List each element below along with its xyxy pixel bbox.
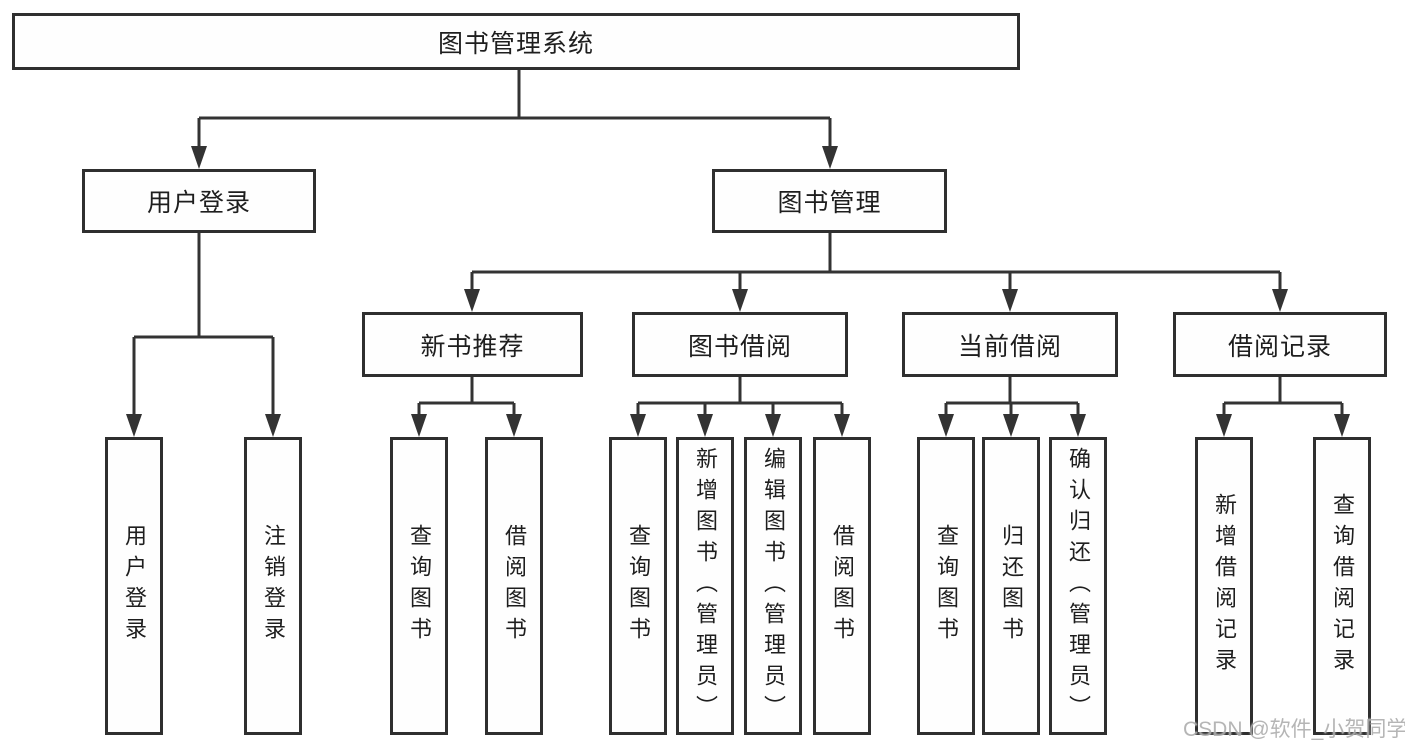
tree-branch-lines xyxy=(132,66,1344,416)
node-label: 新书推荐 xyxy=(420,332,525,361)
node-new-book-recommendation: 新书推荐 xyxy=(362,312,583,377)
node-label: 确认归还（管理员） xyxy=(1066,446,1091,726)
node-label: 借阅图书 xyxy=(830,524,855,648)
node-leaf-query-books-recommend: 查询图书 xyxy=(390,437,448,735)
node-label: 编辑图书（管理员） xyxy=(761,446,786,726)
node-label: 新增借阅记录 xyxy=(1212,493,1237,679)
node-label: 图书管理 xyxy=(777,189,882,217)
node-book-borrowing: 图书借阅 xyxy=(632,312,848,377)
node-label: 借阅记录 xyxy=(1227,332,1332,361)
node-borrowing-records: 借阅记录 xyxy=(1173,312,1387,377)
node-label: 新增图书（管理员） xyxy=(693,446,718,726)
node-leaf-borrow-books: 借阅图书 xyxy=(813,437,871,735)
node-label: 查询借阅记录 xyxy=(1330,493,1355,679)
node-leaf-add-borrow-record: 新增借阅记录 xyxy=(1195,437,1253,735)
node-label: 用户登录 xyxy=(122,524,147,648)
node-label: 图书管理系统 xyxy=(437,29,594,58)
node-library-management-system: 图书管理系统 xyxy=(12,13,1020,70)
node-label: 用户登录 xyxy=(146,189,251,217)
node-label: 借阅图书 xyxy=(502,524,527,648)
node-leaf-add-books-admin: 新增图书（管理员） xyxy=(676,437,734,735)
node-label: 归还图书 xyxy=(999,524,1024,648)
node-leaf-user-login: 用户登录 xyxy=(105,437,163,735)
node-label: 查询图书 xyxy=(626,524,651,648)
node-current-borrowing: 当前借阅 xyxy=(902,312,1118,377)
node-label: 图书借阅 xyxy=(687,332,792,361)
node-label: 查询图书 xyxy=(934,524,959,648)
node-leaf-return-books: 归还图书 xyxy=(982,437,1040,735)
arrow-heads xyxy=(126,146,1350,437)
node-label: 当前借阅 xyxy=(957,332,1062,361)
node-leaf-confirm-return-admin: 确认归还（管理员） xyxy=(1049,437,1107,735)
node-leaf-edit-books-admin: 编辑图书（管理员） xyxy=(744,437,802,735)
node-leaf-query-books-borrow: 查询图书 xyxy=(609,437,667,735)
node-leaf-logout: 注销登录 xyxy=(244,437,302,735)
node-book-management: 图书管理 xyxy=(712,169,947,233)
node-leaf-borrow-books-recommend: 借阅图书 xyxy=(485,437,543,735)
node-label: 查询图书 xyxy=(407,524,432,648)
node-user-login: 用户登录 xyxy=(82,169,316,233)
node-label: 注销登录 xyxy=(261,524,286,648)
node-leaf-query-books-current: 查询图书 xyxy=(917,437,975,735)
watermark: CSDN @软件_小贺同学 xyxy=(1183,718,1405,741)
node-leaf-query-borrow-record: 查询借阅记录 xyxy=(1313,437,1371,735)
